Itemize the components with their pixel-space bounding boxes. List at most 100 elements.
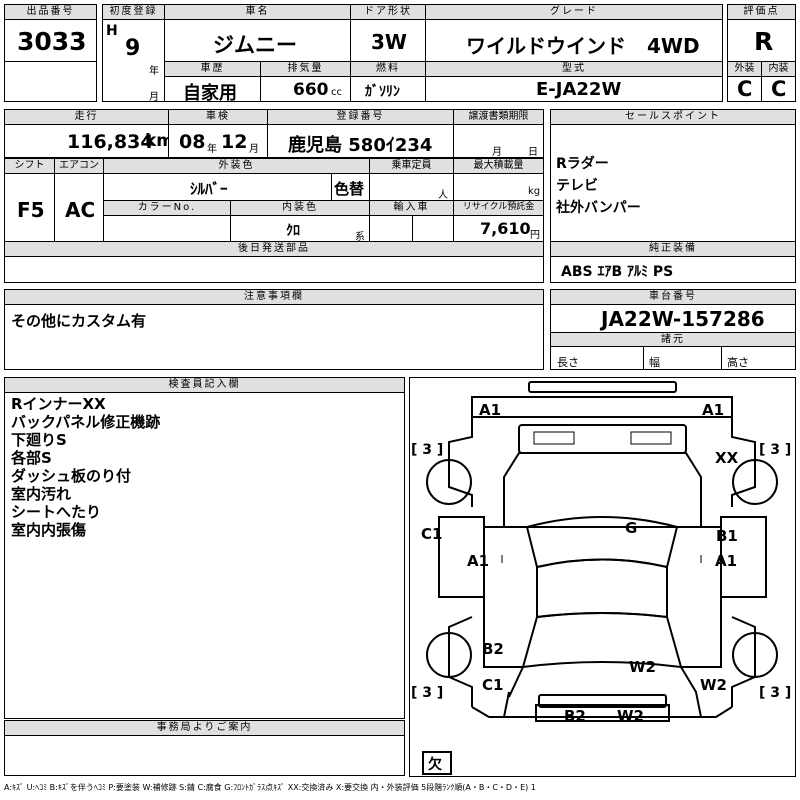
displacement-label: 排気量 <box>260 61 351 77</box>
damage-mark: W2 <box>700 676 727 694</box>
rear-window <box>521 612 683 669</box>
rating-label: 評価点 <box>727 4 796 20</box>
plate-value: 鹿児島 580ｲ234 <box>288 135 433 156</box>
color-no-cell <box>103 215 231 242</box>
import-divider <box>412 216 413 241</box>
inspection-label: 車検 <box>168 109 268 125</box>
inspector-label: 検査員記入欄 <box>4 377 405 393</box>
import-label: 輸入車 <box>369 200 454 216</box>
color-value: ｼﾙﾊﾞｰ <box>190 180 228 198</box>
month-unit: 月 <box>149 92 159 102</box>
lot-blank <box>4 61 97 102</box>
tire-mark: [ 3 ] <box>759 685 791 701</box>
int-color-label: 内装色 <box>230 200 370 216</box>
displacement-value: 660 <box>293 80 329 100</box>
grade-cell: ワイルドウインド 4WD <box>425 19 723 62</box>
front-roof-bar <box>471 396 733 418</box>
dims-length: 長さ <box>557 356 579 369</box>
int-color-cell: ｸﾛ 系 <box>230 215 370 242</box>
car-diagram-frame <box>409 377 796 777</box>
capacity-cell: 人 <box>369 173 454 201</box>
tire-mark: [ 3 ] <box>759 442 791 458</box>
rear-panel <box>471 706 733 718</box>
mileage-value: 116,834 <box>67 131 154 153</box>
legend: A:ｷｽﾞ U:ﾍｺﾐ B:ｷｽﾞを伴うﾍｺﾐ P:要塗装 W:補修跡 S:錆 … <box>4 783 536 792</box>
office-label: 事務局よりご案内 <box>4 720 405 736</box>
displacement-cell: 660 cc <box>260 76 351 102</box>
rear-body <box>502 666 703 718</box>
inspector-note: RインナーXX <box>11 395 106 413</box>
tire-mark: [ 3 ] <box>411 442 443 458</box>
damage-mark: W2 <box>629 658 656 676</box>
later-parts-label: 後日発送部品 <box>4 241 544 257</box>
sales-point: Rラダー <box>556 156 609 172</box>
caution-value: その他にカスタム有 <box>11 312 147 330</box>
shift-cell: F5 <box>4 173 55 242</box>
recycle-unit: 円 <box>530 230 540 241</box>
genuine-cell: ABS ｴｱB ｱﾙﾐ PS <box>550 256 796 283</box>
left-door <box>438 516 485 598</box>
history-label: 車歴 <box>164 61 261 77</box>
capacity-label: 乗車定員 <box>369 158 454 174</box>
hood <box>503 452 702 528</box>
first-reg-cell: H 9 年 月 <box>102 19 165 102</box>
transfer-month-unit: 月 <box>492 147 502 158</box>
plate-cell: 鹿児島 580ｲ234 <box>267 124 454 158</box>
sales-point: テレビ <box>556 178 598 194</box>
transfer-label: 譲渡書類期限 <box>453 109 544 125</box>
lot-value-cell: 3033 <box>4 19 97 62</box>
inspection-year-unit: 年 <box>207 144 217 155</box>
fuel-cell: ｶﾞｿﾘﾝ <box>350 76 426 102</box>
recycle-cell: 7,610 円 <box>453 215 544 242</box>
history-value: 自家用 <box>183 83 237 102</box>
damage-mark: A1 <box>479 401 501 419</box>
chassis-label: 車台番号 <box>550 289 796 305</box>
first-reg-label: 初度登録 <box>102 4 165 20</box>
chassis-cell: JA22W-157286 <box>550 304 796 333</box>
transfer-cell: 月 日 <box>453 124 544 158</box>
color-no-label: カラーNo. <box>103 200 231 216</box>
dims-divider <box>643 347 644 369</box>
damage-mark: A1 <box>467 552 489 570</box>
damage-mark: C1 <box>482 676 503 694</box>
dims-label: 諸元 <box>550 332 796 347</box>
damage-mark: C1 <box>421 525 442 543</box>
rear-gate <box>535 704 670 722</box>
front-bumper <box>528 381 677 393</box>
dims-width: 幅 <box>649 356 660 369</box>
inspector-note: 室内汚れ <box>11 485 72 503</box>
rear-left-fender <box>448 616 473 707</box>
displacement-unit: cc <box>331 87 342 98</box>
model-cell: E-JA22W <box>425 76 723 102</box>
color-label: 外装色 <box>103 158 370 174</box>
name-value: ジムニー <box>213 33 297 57</box>
damage-mark: A1 <box>702 401 724 419</box>
door-label: ドア形状 <box>350 4 426 20</box>
model-value: E-JA22W <box>536 79 622 100</box>
interior-cell: C <box>761 76 796 102</box>
color-cell: ｼﾙﾊﾞｰ <box>103 173 370 201</box>
year-value: 9 <box>125 36 141 61</box>
front-right-fender <box>731 417 756 507</box>
shift-label: シフト <box>4 158 55 174</box>
tire-front-left <box>426 459 472 505</box>
recycle-label: リサイクル預託金 <box>453 200 544 216</box>
int-color-value: ｸﾛ <box>286 223 300 239</box>
damage-mark: A1 <box>715 552 737 570</box>
damage-mark: B2 <box>564 707 586 725</box>
genuine-value: ABS ｴｱB ｱﾙﾐ PS <box>561 264 674 280</box>
dims-cell: 長さ 幅 高さ <box>550 346 796 370</box>
inspector-note: 各部S <box>11 449 52 467</box>
inspection-month: 12 <box>221 131 248 153</box>
inspector-note: ダッシュ板のり付 <box>11 467 132 485</box>
shift-value: F5 <box>17 198 45 222</box>
front-vent <box>630 431 672 445</box>
inspection-month-unit: 月 <box>249 144 259 155</box>
fuel-label: 燃料 <box>350 61 426 77</box>
right-door <box>720 516 767 598</box>
damage-mark: W2 <box>617 707 644 725</box>
tire-rear-left <box>426 632 472 678</box>
door-cell: 3W <box>350 19 426 62</box>
model-label: 型式 <box>425 61 723 77</box>
right-side <box>681 526 722 668</box>
